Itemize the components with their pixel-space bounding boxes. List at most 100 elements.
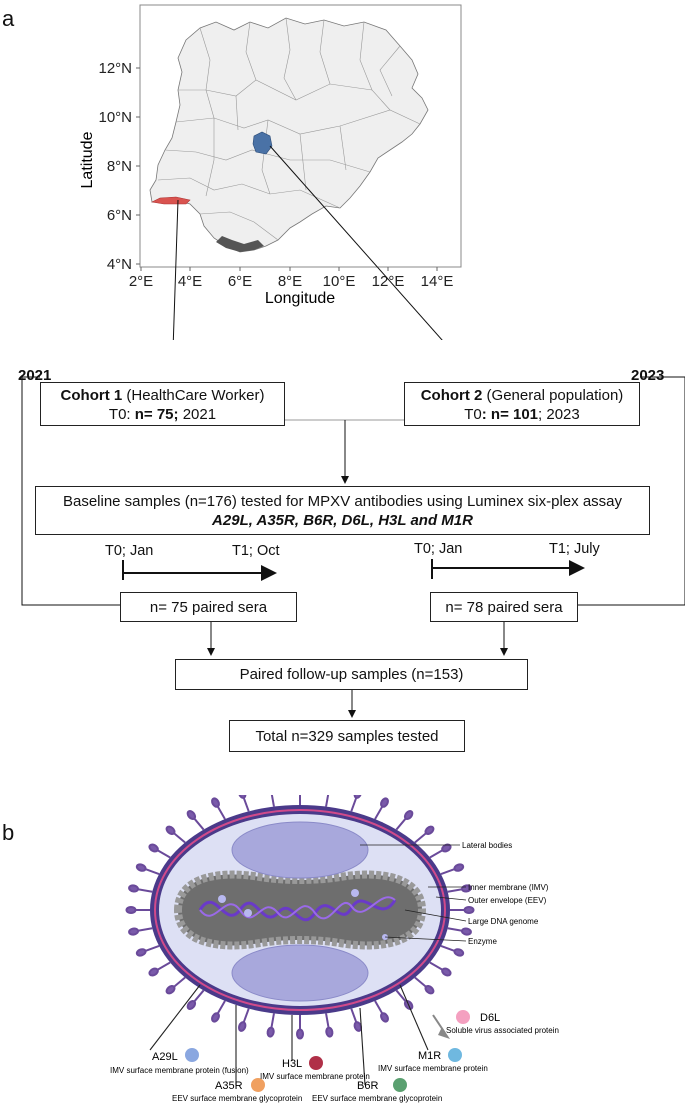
spike-head: [380, 1012, 389, 1023]
spike-stem: [172, 831, 186, 844]
spike-head: [460, 927, 472, 936]
spike-head: [165, 825, 176, 835]
lon-tick: 6°E: [228, 273, 252, 290]
cohort1-t0: T0:: [108, 406, 135, 423]
lateral-body-top: [231, 821, 369, 879]
lon-tick: 14°E: [421, 273, 454, 290]
label-inner: Inner membrane (IMV): [468, 883, 549, 892]
panel-a-label: a: [2, 6, 15, 31]
spike-stem: [440, 867, 457, 876]
label-outer: Outer envelope (EEV): [468, 896, 547, 905]
lateral-body-bottom: [231, 944, 369, 1002]
spike-head: [186, 1000, 197, 1010]
spike-stem: [143, 867, 160, 876]
paired1-label: n= 75 paired sera: [149, 599, 268, 616]
spike-head: [325, 1026, 334, 1038]
lat-tick: 12°N: [98, 60, 132, 77]
cohort2-n: : n= 101: [481, 406, 539, 423]
timeline1-t0: T0; Jan: [105, 543, 154, 559]
h3l-icon: [309, 1056, 323, 1070]
lon-tick: 8°E: [278, 273, 302, 290]
protein-d6l-desc: Soluble virus associated protein: [446, 1026, 559, 1035]
spike-stem: [242, 795, 250, 812]
spike-stem: [155, 961, 171, 972]
spike-head: [148, 843, 159, 853]
spike-head: [165, 985, 176, 995]
protein-m1r-name: M1R: [418, 1050, 441, 1062]
cohort2-desc: (General population): [482, 387, 624, 404]
paired1-box: n= 75 paired sera: [120, 592, 297, 622]
spike-head: [237, 795, 247, 799]
spike-head: [403, 810, 414, 820]
spike-stem: [270, 1013, 275, 1030]
spike-stem: [136, 888, 153, 893]
protein-h3l-desc: IMV surface membrane protein: [260, 1072, 370, 1081]
cohort1-name: Cohort 1: [60, 387, 123, 404]
spike-stem: [414, 976, 428, 989]
spike-head: [211, 1012, 220, 1023]
spike-stem: [350, 795, 358, 812]
b6r-icon: [393, 1078, 407, 1092]
virus-diagram: Lateral bodies Inner membrane (IMV) Oute…: [110, 795, 559, 1103]
a29l-icon: [185, 1048, 199, 1062]
spike-stem: [192, 989, 205, 1004]
spike-head: [211, 797, 220, 808]
timeline2-t1: T1; July: [549, 541, 600, 557]
cohort2-box: Cohort 2 (General population) T0: n= 101…: [404, 382, 640, 426]
lat-tick: 4°N: [107, 256, 132, 273]
spike-head: [125, 906, 137, 914]
followup-label: Paired follow-up samples (n=153): [239, 666, 464, 683]
a35r-icon: [251, 1078, 265, 1092]
spike-stem: [374, 1000, 384, 1016]
lon-tick: 12°E: [372, 273, 405, 290]
niger-delta-region: [216, 236, 264, 252]
spike-stem: [350, 1008, 358, 1025]
lon-ticks: 2°E 4°E 6°E 8°E 10°E 12°E 14°E: [129, 273, 454, 290]
enzymes: [218, 889, 388, 940]
spike-stem: [172, 976, 186, 989]
lat-tick: 10°N: [98, 109, 132, 126]
protein-h3l-name: H3L: [282, 1058, 302, 1070]
cohort1-n: n= 75;: [134, 406, 179, 423]
m1r-icon: [448, 1048, 462, 1062]
spike-head: [237, 1021, 247, 1032]
spike-stem: [242, 1008, 250, 1025]
total-box: Total n=329 samples tested: [229, 720, 465, 752]
surface-spikes: [125, 795, 475, 1040]
spike-stem: [429, 961, 445, 972]
timeline2-t0: T0; Jan: [414, 541, 463, 557]
cohort1-desc: (HealthCare Worker): [122, 387, 265, 404]
protein-a29l-desc: IMV surface membrane protein (fusion): [110, 1066, 249, 1075]
protein-a29l-name: A29L: [152, 1051, 178, 1063]
spike-stem: [395, 816, 408, 831]
d6l-icon: [456, 1010, 470, 1024]
spike-head: [424, 825, 435, 835]
spike-stem: [216, 804, 226, 820]
spike-stem: [374, 804, 384, 820]
paired2-box: n= 78 paired sera: [430, 592, 578, 622]
spike-stem: [414, 831, 428, 844]
map-ylabel: Latitude: [79, 131, 96, 188]
spike-head: [463, 906, 475, 914]
spike-head: [453, 948, 465, 957]
total-label: Total n=329 samples tested: [255, 728, 439, 745]
protein-d6l-name: D6L: [480, 1012, 500, 1024]
paired2-label: n= 78 paired sera: [445, 599, 563, 616]
spike-stem: [447, 927, 464, 932]
spike-stem: [395, 989, 408, 1004]
spike-head: [441, 843, 452, 853]
spike-stem: [143, 944, 160, 953]
cohort2-region: [252, 131, 273, 155]
cohort2-t0: T0: [464, 406, 482, 423]
followup-box: Paired follow-up samples (n=153): [175, 659, 528, 690]
baseline-line1: Baseline samples (n=176) tested for MPXV…: [62, 493, 623, 510]
lon-tick: 2°E: [129, 273, 153, 290]
lat-ticks: 4°N 6°N 8°N 10°N 12°N: [98, 60, 132, 273]
spike-stem: [270, 795, 275, 807]
spike-head: [128, 927, 140, 936]
cohort1-year: 2021: [18, 367, 52, 384]
spike-stem: [447, 888, 464, 893]
cohort1-t0-year: 2021: [178, 406, 217, 423]
protein-b6r-desc: EEV surface membrane glycoprotein: [312, 1094, 442, 1103]
baseline-box: Baseline samples (n=176) tested for MPXV…: [35, 486, 650, 535]
